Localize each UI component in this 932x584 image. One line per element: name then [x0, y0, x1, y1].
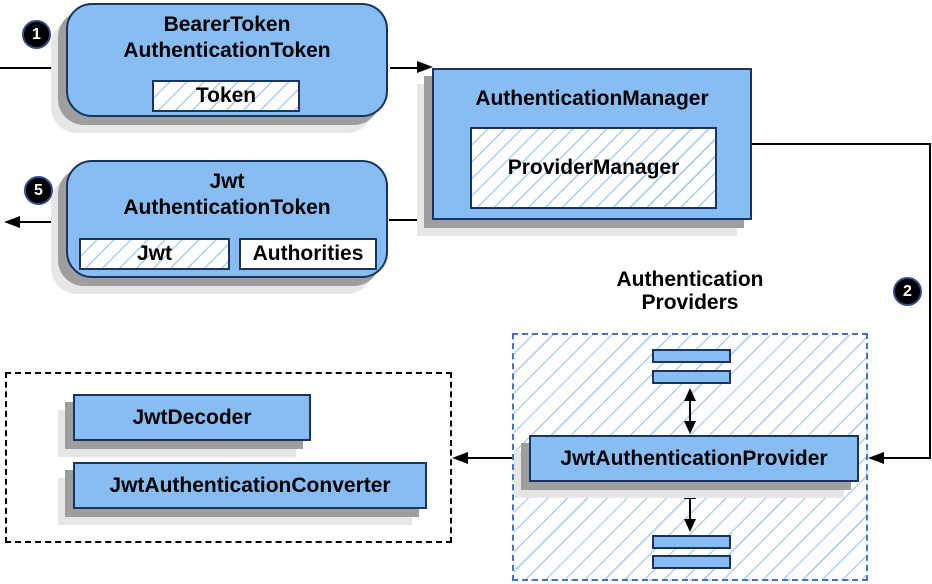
jwt-field: Jwt	[79, 238, 230, 270]
step-5-badge: 5	[24, 176, 53, 205]
authentication-manager-node: AuthenticationManager ProviderManager	[432, 68, 752, 220]
jwt-authentication-provider-label: JwtAuthenticationProvider	[560, 446, 828, 470]
provider-placeholder-bar	[652, 555, 731, 569]
authentication-manager-title: AuthenticationManager	[475, 87, 709, 110]
jwt-authentication-converter-label: JwtAuthenticationConverter	[109, 473, 391, 497]
jwt-authentication-converter-node: JwtAuthenticationConverter	[73, 462, 427, 509]
token-field: Token	[152, 80, 300, 112]
providers-label-line1: Authentication	[616, 268, 764, 291]
manager-to-jwt-line	[389, 219, 433, 221]
token-field-label: Token	[195, 84, 257, 107]
authorities-field-label: Authorities	[252, 242, 364, 265]
arrowhead-down-icon	[684, 519, 696, 532]
authentication-providers-label: Authentication Providers	[560, 268, 820, 314]
incoming-request-line	[0, 67, 68, 69]
bearer-token-title-line2: AuthenticationToken	[123, 38, 331, 62]
provider-placeholder-bar	[652, 535, 731, 549]
authorities-field: Authorities	[239, 238, 377, 270]
manager-to-provider-line-bottom	[884, 457, 931, 459]
arrowhead-up-icon	[684, 388, 696, 401]
provider-manager-label: ProviderManager	[507, 156, 680, 179]
arrow-shaft	[689, 497, 691, 521]
bearer-to-manager-line	[390, 67, 418, 69]
arrowhead-right-icon	[417, 61, 433, 73]
manager-to-provider-line-top	[751, 143, 931, 145]
provider-placeholder-bar	[652, 349, 731, 363]
outgoing-result-line	[18, 221, 66, 223]
bearer-token-title-line1: BearerToken	[163, 13, 291, 36]
step-1-badge: 1	[22, 20, 51, 49]
provider-placeholder-bar	[652, 370, 731, 384]
step-2-badge: 2	[893, 277, 922, 306]
arrowhead-left-icon	[4, 216, 20, 228]
arrowhead-up-icon	[684, 486, 696, 499]
jwt-field-label: Jwt	[136, 242, 172, 265]
jwt-decoder-node: JwtDecoder	[73, 394, 311, 441]
manager-to-provider-line-vertical	[929, 143, 931, 459]
provider-to-decoder-line	[468, 457, 512, 459]
bearer-token-authentication-token-node: BearerToken AuthenticationToken Token	[66, 3, 388, 117]
jwt-authentication-token-node: Jwt AuthenticationToken Jwt Authorities	[66, 160, 388, 278]
arrowhead-down-icon	[684, 421, 696, 434]
jwt-token-title-line2: AuthenticationToken	[123, 195, 331, 219]
arrowhead-left-icon	[452, 452, 468, 464]
providers-label-line2: Providers	[641, 291, 739, 315]
arrow-shaft	[689, 399, 691, 423]
arrowhead-left-icon	[868, 452, 884, 464]
jwt-token-title-line1: Jwt	[209, 170, 245, 193]
jwt-authentication-provider-node: JwtAuthenticationProvider	[529, 435, 859, 482]
provider-manager-field: ProviderManager	[470, 127, 717, 209]
jwt-decoder-label: JwtDecoder	[132, 405, 252, 429]
